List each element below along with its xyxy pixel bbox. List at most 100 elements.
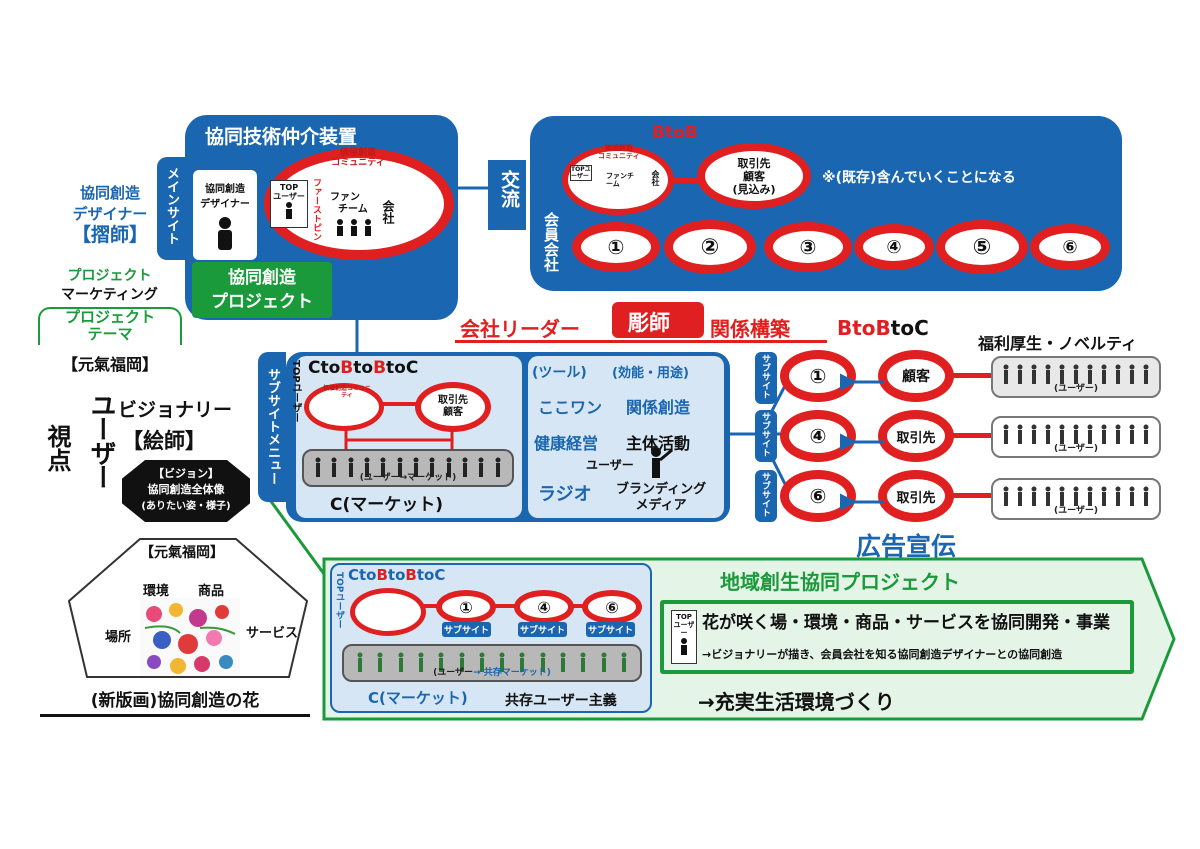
regional-market-sub: (ユーザー→ 共存マーケット) (344, 665, 640, 678)
btob-mini-value-l2: コミュニティ (598, 152, 640, 160)
top-user-card: TOP ユーザー (270, 180, 308, 228)
welfare-target-2[interactable]: 取引先 (878, 410, 954, 462)
btob-mini-value: 価値創造 コミュニティ (598, 144, 640, 160)
regional-market-label: C(マーケット) (368, 689, 468, 707)
member-1[interactable]: ① (572, 222, 660, 272)
person-figure-icon (1073, 424, 1079, 444)
sub-title-b1: B (340, 358, 354, 378)
health-label[interactable]: 健康経営 (534, 434, 599, 453)
person-figure-icon (377, 652, 383, 672)
regional-sub-1[interactable]: ① (436, 590, 496, 624)
leader-underline (455, 340, 827, 343)
project-marketing-a: プロジェクト (67, 268, 152, 284)
project-theme-b: テーマ (87, 325, 133, 343)
person-figure-icon (1059, 364, 1065, 384)
flower-caption: (新版画)協同創造の花 (40, 686, 310, 717)
regional-top-l1: TOP (676, 613, 692, 621)
value-community-l2: コミュニティ (331, 158, 385, 168)
welfare-link-2 (952, 433, 994, 438)
person-figure-icon (1143, 364, 1149, 384)
welfare-sub-tab-2[interactable] (755, 410, 777, 462)
designer-card: 協同創造 デザイナー (193, 170, 257, 260)
person-figure-icon (418, 652, 424, 672)
effect-label: (効能・用途) (612, 366, 689, 381)
btob-client-ring[interactable]: 取引先 顧客 (見込み) (697, 143, 811, 209)
btob-mini-ring (562, 145, 674, 215)
person-figure-icon (560, 652, 566, 672)
regional-sub-2[interactable]: ④ (514, 590, 574, 624)
welfare-target-3[interactable]: 取引先 (878, 470, 954, 522)
person-figure-icon (364, 457, 370, 477)
member-company-label: 会員会社 (542, 212, 560, 272)
vision-line2: (ありたい姿・様子) (141, 501, 231, 512)
person-figure-icon (580, 652, 586, 672)
welfare-crowd-label-3: (ユーザー) (1053, 506, 1099, 516)
person-figure-icon (1129, 364, 1135, 384)
sub-title-to: to (353, 358, 374, 378)
person-figure-icon (438, 652, 444, 672)
project-box[interactable]: 協同創造 プロジェクト (192, 262, 332, 318)
sub-market-sub: (ユーザー→マーケット) (359, 473, 457, 483)
project-box-l1: 協同創造 (228, 268, 296, 288)
main-site-title: 協同技術仲介装置 (205, 126, 358, 148)
person-figure-icon (1045, 424, 1051, 444)
btobtoc-a: BtoB (837, 316, 891, 340)
member-2[interactable]: ② (664, 220, 756, 274)
person-figure-icon (1003, 364, 1009, 384)
designer-label-line2: デザイナー (72, 205, 148, 223)
welfare-sub-tab-3[interactable] (755, 470, 777, 522)
flower-outline (68, 538, 308, 678)
member-3[interactable]: ③ (764, 222, 852, 272)
sub-client-l2: 顧客 (443, 407, 463, 418)
designer-card-line1: 協同創造 (205, 184, 245, 195)
member-6[interactable]: ⑥ (1030, 224, 1110, 270)
regional-link-23 (572, 604, 584, 608)
welfare-sub-tab-1[interactable] (755, 352, 777, 404)
person-figure-icon (1059, 486, 1065, 506)
welfare-crowd-2: (ユーザー) (991, 416, 1161, 458)
person-figure-icon (348, 457, 354, 477)
regional-sub-3[interactable]: ⑥ (582, 590, 642, 624)
sub-mini-value: 価値創造コミュニティ (322, 385, 371, 399)
genki-fukuoka: 【元氣福岡】 (61, 355, 158, 374)
person-figure-icon (1115, 424, 1121, 444)
member-5[interactable]: ⑤ (936, 220, 1028, 274)
designer-label: 協同創造 デザイナー 【摺師】 (55, 183, 165, 246)
regional-link-12 (494, 604, 516, 608)
vision-line1: 協同創造全体像 (147, 483, 225, 496)
main-site-tab[interactable] (157, 157, 185, 260)
person-icon (218, 217, 232, 250)
flower-product: 商品 (198, 584, 225, 599)
person-figure-icon (331, 457, 337, 477)
exchange-box (488, 160, 526, 230)
flower-title: 【元氣福岡】 (140, 545, 224, 561)
exchange-label: 交流 (498, 170, 520, 208)
sub-client-ring[interactable]: 取引先 顧客 (415, 382, 491, 432)
top-user-l2: ユーザー (273, 192, 305, 201)
welfare-target-1[interactable]: 顧客 (878, 350, 954, 402)
person-figure-icon (1017, 486, 1023, 506)
kokowan-label[interactable]: ここワン (538, 398, 603, 417)
member-4[interactable]: ④ (854, 224, 934, 270)
person-figure-icon (397, 457, 403, 477)
subsite-menu-tab[interactable] (258, 352, 286, 502)
radio-label[interactable]: ラジオ (538, 484, 592, 505)
btob-client-l1: 取引先 (737, 156, 771, 170)
sub-market-label: C(マーケット) (330, 495, 444, 515)
regional-top-icon (681, 638, 687, 655)
person-figure-icon (1087, 364, 1093, 384)
person-figure-icon (380, 457, 386, 477)
welfare-link-1 (952, 373, 994, 378)
person-figure-icon (1017, 364, 1023, 384)
person-figure-icon (1031, 424, 1037, 444)
regional-market-b: → 共存マーケット) (473, 668, 551, 678)
top-user-l1: TOP (279, 183, 299, 192)
btobtoc-b: toC (890, 316, 929, 340)
regional-sub-label-1: サブサイト (442, 622, 492, 637)
team-label: チーム (338, 204, 368, 215)
welfare-title: 福利厚生・ノベルティ (978, 334, 1138, 353)
tools-panel (528, 356, 724, 518)
regional-title-b2: B (405, 566, 417, 584)
person-figure-icon (1115, 364, 1121, 384)
btob-mini-fan: ファンチーム (606, 172, 634, 188)
